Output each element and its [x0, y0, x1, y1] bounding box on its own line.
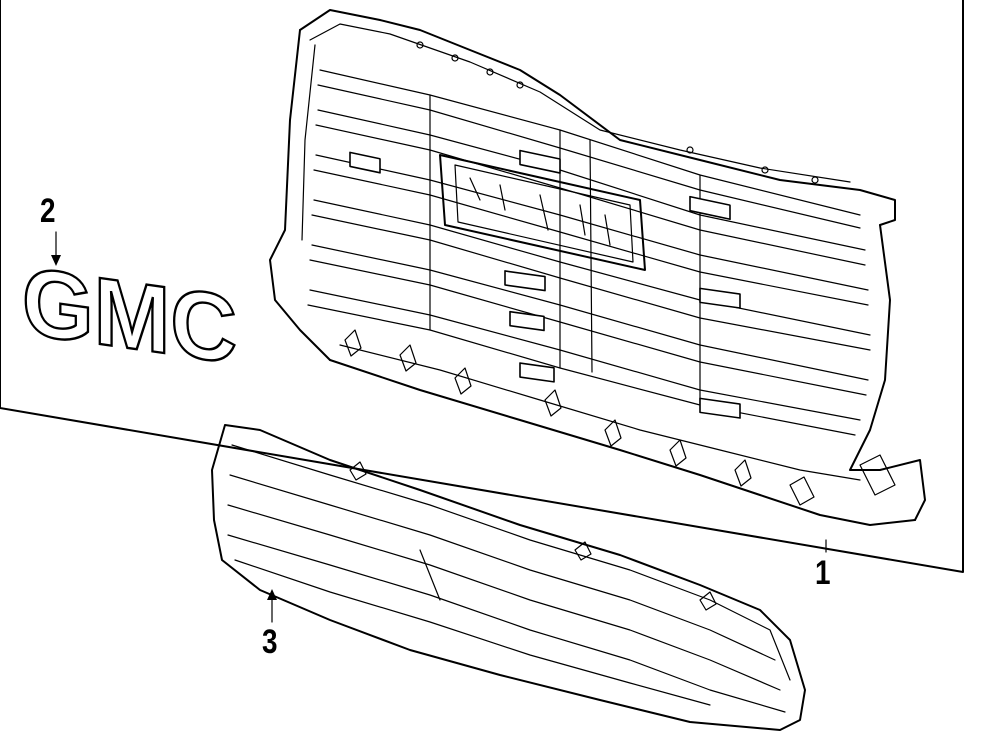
- callout-number-3: 3: [262, 623, 278, 661]
- upper-grille-assembly: [269, 9, 926, 526]
- callout-number-1: 1: [815, 554, 831, 592]
- gmc-emblem: GMC: [21, 246, 238, 385]
- assembly-boundary: [0, 0, 964, 573]
- gmc-emblem-text: GMC: [22, 248, 237, 385]
- lower-grille: [211, 424, 806, 731]
- leader-lines: [51, 231, 827, 623]
- callout-number-2: 2: [40, 192, 56, 230]
